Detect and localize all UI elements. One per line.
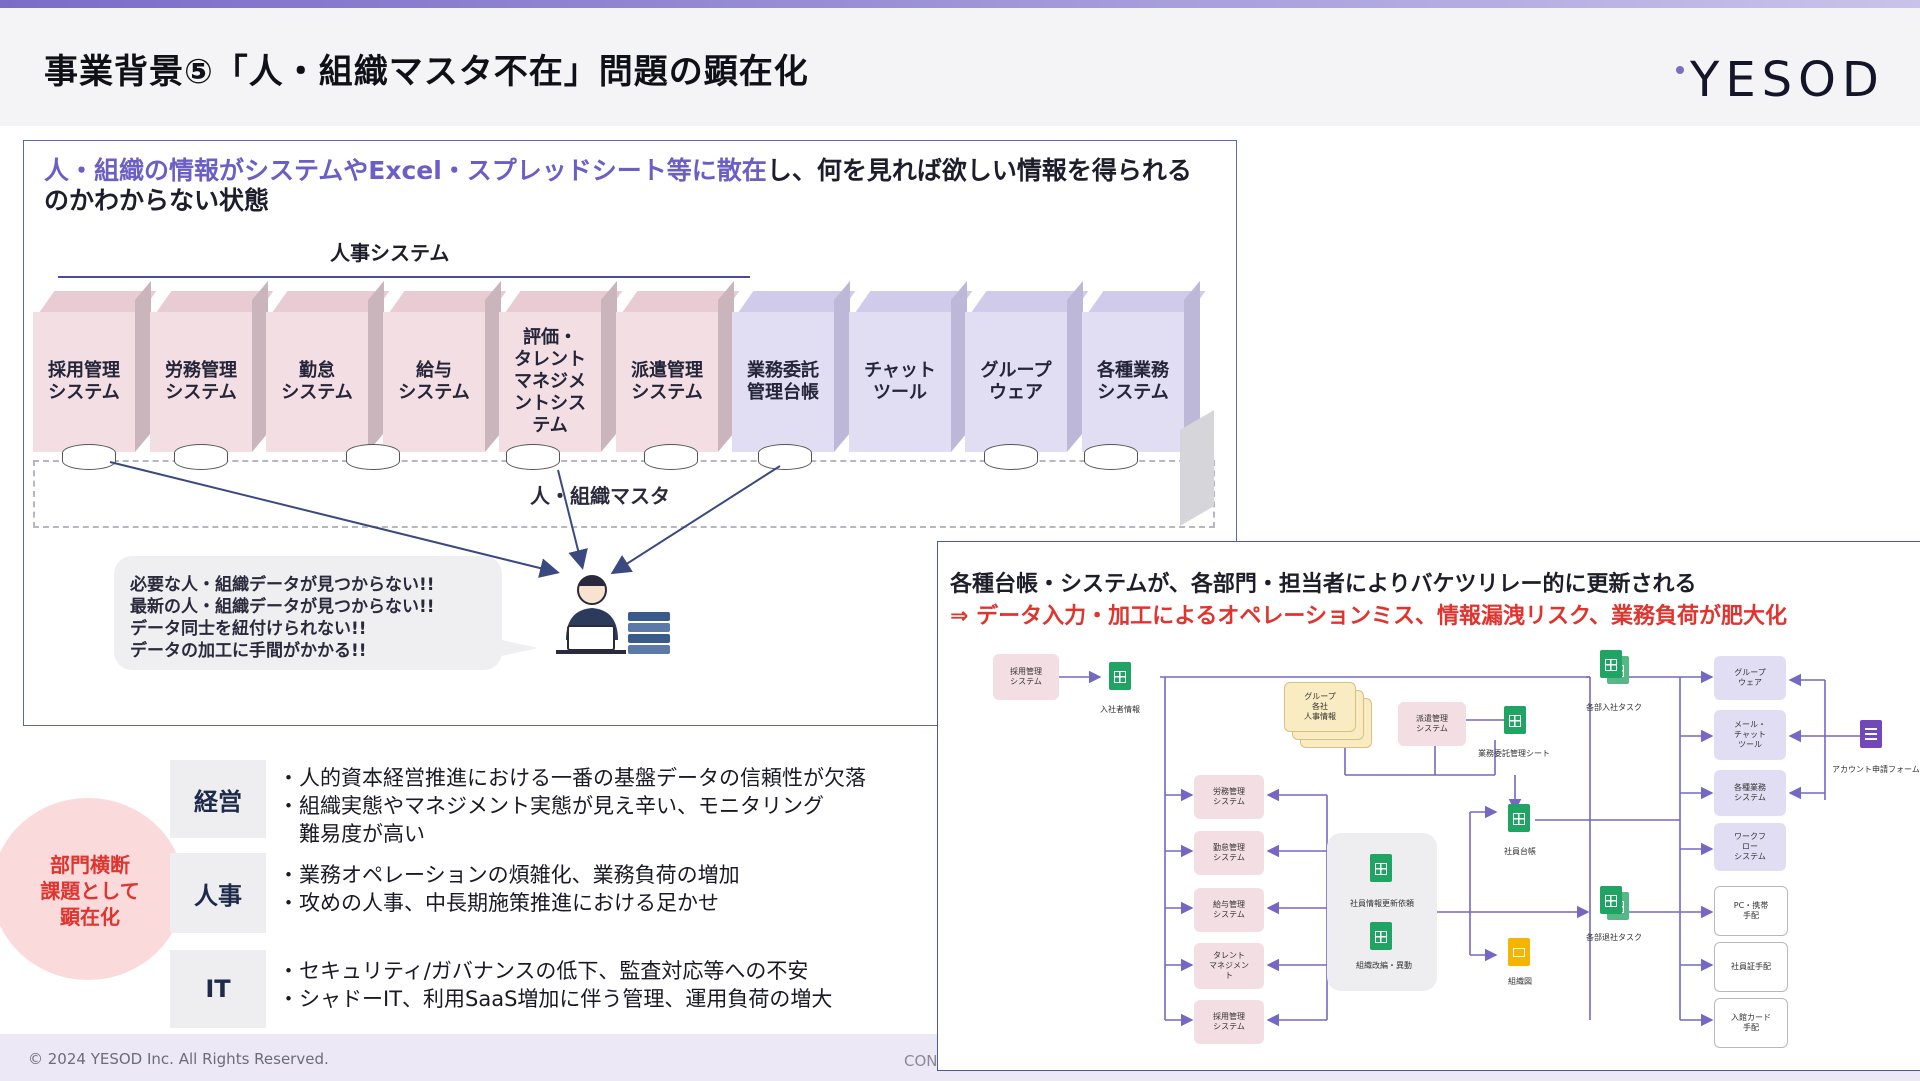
mail-chat-node: メール・チャットツール — [1714, 710, 1786, 760]
system-block: チャットツール — [849, 312, 951, 452]
group-hr-node: グループ各社人事情報 — [1284, 682, 1356, 732]
org-chart-label: 組織図 — [1508, 977, 1532, 986]
labor-system-node: 労務管理システム — [1194, 775, 1264, 819]
master-box-end — [1180, 410, 1214, 526]
category-hr: 人事 — [170, 853, 266, 933]
top-accent-bar — [0, 0, 1920, 8]
dept-task-top-label: 各部入社タスク — [1586, 703, 1642, 712]
database-icon — [346, 444, 400, 470]
sheet-icon — [1504, 706, 1526, 734]
database-icon — [758, 444, 812, 470]
system-block: 各種業務システム — [1082, 312, 1184, 452]
emp-update-label: 社員情報更新依頼 — [1350, 899, 1414, 908]
system-block: 業務委託管理台帳 — [732, 312, 834, 452]
database-icon — [984, 444, 1038, 470]
issue-text: ・組織実態やマネジメント実態が見え辛い、モニタリング — [278, 794, 824, 818]
system-block: 勤怠システム — [266, 312, 368, 452]
system-block-side — [368, 280, 384, 452]
dept-task-bottom-label: 各部退社タスク — [1586, 933, 1642, 942]
bubble-line: 最新の人・組織データが見つからない!! — [130, 597, 435, 617]
database-icon — [644, 444, 698, 470]
bubble-line: データの加工に手間がかかる!! — [130, 641, 367, 661]
confidential-text: CON — [904, 1052, 938, 1070]
hr-system-label: 人事システム — [330, 241, 450, 265]
panel2-headline: 各種台帳・システムが、各部門・担当者によりバケツリレー的に更新される — [950, 572, 1697, 597]
issue-text: ・攻めの人事、中長期施策推進における足かせ — [278, 891, 719, 915]
headline-rest: し、何を見れば欲しい情報を得られるのかわからない状態 — [44, 156, 1192, 215]
database-icon — [174, 444, 228, 470]
entry-card-node: 入館カード手配 — [1714, 998, 1788, 1048]
system-block: 評価・タレントマネジメントシステム — [499, 312, 601, 452]
logo-text: YESOD — [1690, 52, 1885, 108]
headline-accent: 人・組織の情報がシステムやExcel・スプレッドシート等に散在 — [44, 156, 767, 185]
contract-sheet-label: 業務委託管理シート — [1478, 749, 1550, 758]
system-block-side — [135, 280, 151, 452]
dispatch-system-node: 派遣管理システム — [1398, 702, 1466, 746]
form-icon — [1860, 720, 1882, 748]
bubble-line: 必要な人・組織データが見つからない!! — [130, 575, 435, 595]
panel2-subheadline: ⇒ データ入力・加工によるオペレーションミス、情報漏洩リスク、業務負荷が肥大化 — [950, 604, 1788, 629]
system-block-side — [601, 280, 617, 452]
database-icon — [62, 444, 116, 470]
account-form-label: アカウント申請フォーム — [1832, 765, 1920, 774]
talent-system-node: タレントマネジメント — [1194, 943, 1264, 989]
panel1-headline: 人・組織の情報がシステムやExcel・スプレッドシート等に散在し、何を見れば欲し… — [44, 156, 1214, 216]
page-title: 事業背景⑤「人・組織マスタ不在」問題の顕在化 — [44, 52, 809, 92]
pc-phone-node: PC・携帯手配 — [1714, 886, 1788, 936]
attendance-system-node: 勤怠管理システム — [1194, 831, 1264, 875]
biz-system-node: 各種業務システム — [1714, 770, 1786, 816]
workflow-node: ワークフローシステム — [1714, 823, 1786, 871]
circle-text-line: 顕在化 — [60, 905, 120, 929]
category-it: IT — [170, 950, 266, 1028]
sheet-icon — [1600, 886, 1622, 914]
bubble-line: データ同士を紐付けられない!! — [130, 619, 367, 639]
system-block: 給与システム — [383, 312, 485, 452]
issue-text: ・セキュリティ/ガバナンスの低下、監査対応等への不安 — [278, 959, 809, 983]
sheet-icon — [1600, 650, 1622, 678]
payroll-system-node: 給与管理システム — [1194, 888, 1264, 932]
sheet-icon — [1508, 804, 1530, 832]
issue-text: 難易度が高い — [278, 822, 425, 846]
system-block-side — [834, 280, 850, 452]
id-card-node: 社員証手配 — [1714, 942, 1788, 992]
header-band — [0, 8, 1920, 126]
sheet-icon — [1370, 922, 1392, 950]
copyright-text: © 2024 YESOD Inc. All Rights Reserved. — [28, 1050, 329, 1068]
issue-text: ・シャドーIT、利用SaaS増加に伴う管理、運用負荷の増大 — [278, 987, 833, 1011]
master-label: 人・組織マスタ — [530, 484, 670, 508]
circle-text-line: 課題として — [40, 879, 140, 903]
recruit-system-node: 採用管理システム — [993, 654, 1059, 700]
recruit-system-node-2: 採用管理システム — [1194, 1000, 1264, 1044]
system-block: グループウェア — [965, 312, 1067, 452]
system-block-side — [1067, 280, 1083, 452]
pain-points-bubble — [114, 556, 502, 670]
database-icon — [506, 444, 560, 470]
logo-dot — [1676, 66, 1684, 74]
groupware-node: グループウェア — [1714, 656, 1786, 700]
sheet-icon — [1109, 662, 1131, 690]
cross-dept-circle — [0, 798, 184, 980]
onboard-info-label: 入社者情報 — [1100, 705, 1140, 714]
system-block: 採用管理システム — [33, 312, 135, 452]
org-change-label: 組織改編・異動 — [1356, 961, 1412, 970]
hr-system-underline — [58, 276, 750, 278]
database-icon — [1084, 444, 1138, 470]
circle-text-line: 部門横断 — [50, 853, 130, 877]
issue-text: ・業務オペレーションの煩雑化、業務負荷の増加 — [278, 863, 740, 887]
slides-icon — [1508, 938, 1530, 966]
emp-ledger-label: 社員台帳 — [1504, 847, 1536, 856]
category-management: 経営 — [170, 760, 266, 838]
system-block: 労務管理システム — [150, 312, 252, 452]
system-block: 派遣管理システム — [616, 312, 718, 452]
issue-text: ・人的資本経営推進における一番の基盤データの信頼性が欠落 — [278, 766, 866, 790]
sheet-icon — [1370, 854, 1392, 882]
